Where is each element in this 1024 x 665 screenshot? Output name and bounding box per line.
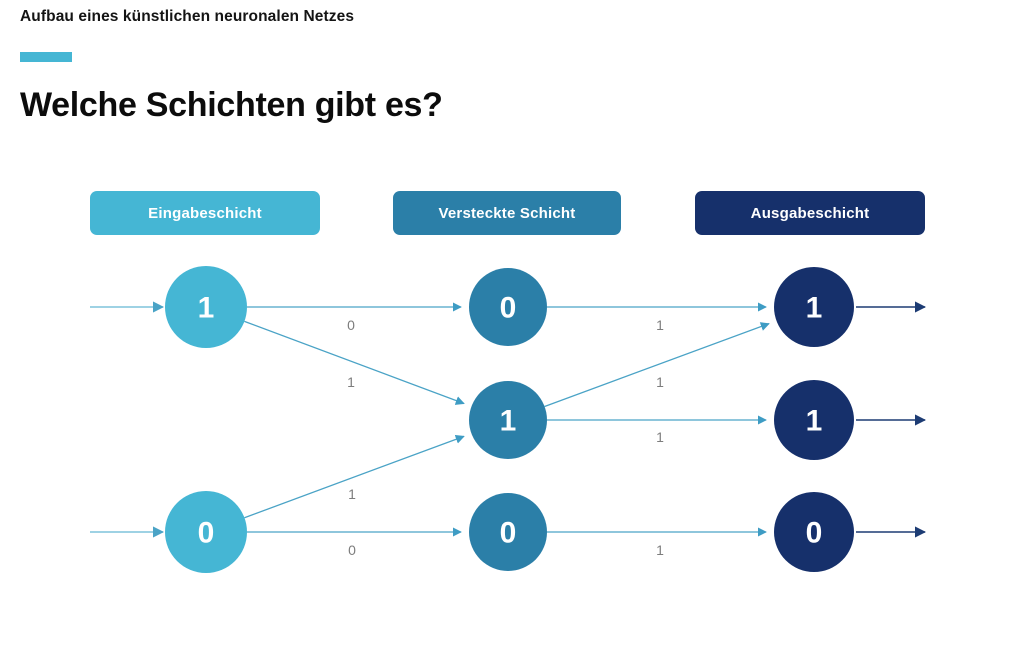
node-o1[interactable]: 1 — [774, 267, 854, 347]
layer-pill-input: Eingabeschicht — [90, 191, 320, 235]
node-layer: 1 0 0 1 0 1 1 0 — [165, 266, 854, 573]
node-value-o3: 0 — [806, 517, 823, 550]
edge-weight-i1-h1: 0 — [347, 317, 355, 333]
edge-i1-h2 — [244, 320, 465, 405]
layer-pill-label: Eingabeschicht — [148, 204, 262, 222]
node-o2[interactable]: 1 — [774, 380, 854, 460]
node-o3[interactable]: 0 — [774, 492, 854, 572]
edge-weight-i2-h3: 0 — [348, 542, 356, 558]
node-i1[interactable]: 1 — [165, 266, 247, 348]
node-value-o1: 1 — [806, 292, 823, 325]
slide-eyebrow: Aufbau eines künstlichen neuronalen Netz… — [20, 8, 355, 25]
node-circle-hidden[interactable] — [469, 268, 547, 346]
node-h1[interactable]: 0 — [469, 268, 547, 346]
node-value-h3: 0 — [500, 517, 517, 550]
entry-arrow-layer — [90, 301, 165, 538]
edge-layer — [244, 302, 770, 537]
node-circle-input[interactable] — [165, 266, 247, 348]
node-circle-hidden[interactable] — [469, 381, 547, 459]
node-value-i2: 0 — [198, 517, 215, 550]
node-value-h1: 0 — [500, 292, 517, 325]
layer-pill-label: Ausgabeschicht — [750, 204, 870, 222]
accent-bar — [20, 52, 72, 62]
edge-weight-h3-o3: 1 — [656, 542, 664, 558]
layer-pill-output: Ausgabeschicht — [695, 191, 925, 235]
edge-label-layer: 0 1 1 0 1 1 1 1 — [347, 317, 664, 558]
node-value-i1: 1 — [198, 292, 215, 325]
edge-weight-h2-o1: 1 — [656, 374, 664, 390]
node-circle-output[interactable] — [774, 380, 854, 460]
node-circle-output[interactable] — [774, 492, 854, 572]
node-value-h2: 1 — [500, 405, 517, 438]
node-h3[interactable]: 0 — [469, 493, 547, 571]
exit-arrow-layer — [856, 301, 927, 538]
layer-pill-label: Versteckte Schicht — [438, 204, 576, 222]
node-circle-input[interactable] — [165, 491, 247, 573]
edge-weight-h2-o2: 1 — [656, 429, 664, 445]
page-title: Welche Schichten gibt es? — [20, 86, 443, 124]
edge-h2-o1 — [544, 322, 770, 408]
node-circle-output[interactable] — [774, 267, 854, 347]
edge-weight-h1-o1: 1 — [656, 317, 664, 333]
edge-weight-i1-h2: 1 — [347, 374, 355, 390]
layer-pill-hidden: Versteckte Schicht — [393, 191, 621, 235]
node-i2[interactable]: 0 — [165, 491, 247, 573]
edge-i2-h2 — [244, 434, 465, 519]
node-value-o2: 1 — [806, 405, 823, 438]
node-h2[interactable]: 1 — [469, 381, 547, 459]
edge-weight-i2-h2: 1 — [348, 486, 356, 502]
node-circle-hidden[interactable] — [469, 493, 547, 571]
